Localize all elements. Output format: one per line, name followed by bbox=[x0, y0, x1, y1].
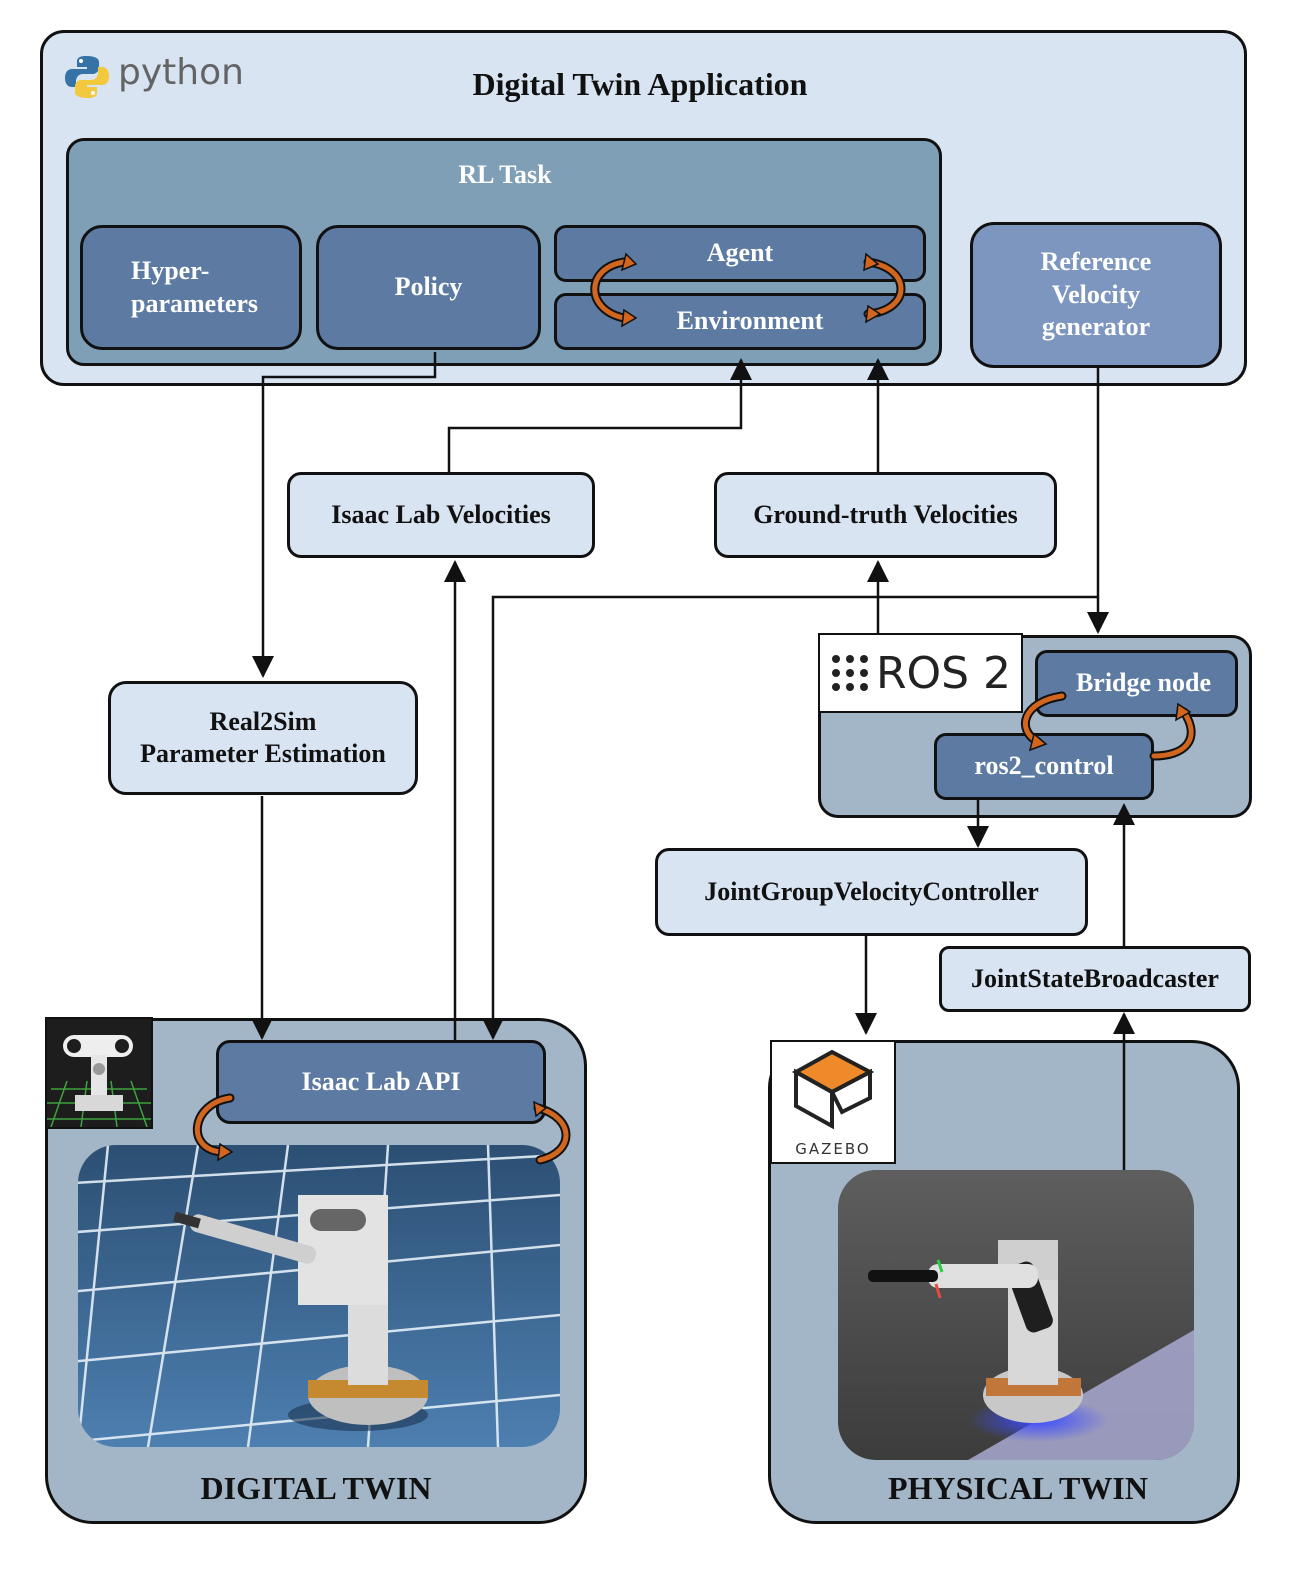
policy-to-real2sim-arrow bbox=[252, 352, 437, 678]
ground-truth-velocities-box: Ground-truth Velocities bbox=[714, 472, 1057, 558]
physical-twin-caption: PHYSICAL TWIN bbox=[888, 1470, 1148, 1506]
gazebo-icon bbox=[791, 1049, 875, 1130]
bridge-node-box: Bridge node bbox=[1035, 650, 1238, 717]
digital-twin-caption: DIGITAL TWIN bbox=[200, 1470, 432, 1506]
isaac-sim-scene bbox=[78, 1145, 560, 1447]
real2sim-box: Real2Sim Parameter Estimation bbox=[108, 681, 418, 795]
python-icon bbox=[65, 56, 109, 98]
gazebo-render bbox=[838, 1170, 1194, 1460]
ros2-logo-text: ROS 2 bbox=[875, 647, 1012, 699]
rl-task-title: RL Task bbox=[458, 160, 552, 189]
reference-velocity-generator-box: Reference Velocity generator bbox=[970, 222, 1222, 368]
api-render-cycle-right bbox=[533, 1103, 571, 1165]
agent-environment-cycle-left bbox=[590, 257, 629, 323]
isaac-lab-logo bbox=[45, 1017, 153, 1129]
agent-environment-cycle-right bbox=[863, 257, 906, 319]
ros2-dots-icon bbox=[831, 655, 868, 691]
isaac-sim-render bbox=[78, 1145, 560, 1447]
policy-box: Policy bbox=[316, 225, 541, 350]
python-logo-text: python bbox=[118, 52, 244, 93]
ros2-logo: ROS 2 bbox=[818, 633, 1023, 713]
bridge-control-cycle-left bbox=[1020, 691, 1067, 747]
joint-group-velocity-controller-box: JointGroupVelocityController bbox=[655, 848, 1088, 936]
python-logo: python bbox=[64, 52, 254, 102]
isaac-robot-icon bbox=[47, 1035, 151, 1128]
environment-box: Environment bbox=[554, 293, 926, 350]
gazebo-logo: GAZEBO bbox=[770, 1040, 896, 1164]
bridge-control-cycle-right bbox=[1149, 707, 1196, 761]
gazebo-scene bbox=[838, 1170, 1194, 1460]
hyperparameters-box: Hyper- parameters bbox=[80, 225, 302, 350]
bridge-to-isaac-api-arrow bbox=[482, 595, 1098, 1040]
isaac-velocities-to-environment-arrow bbox=[447, 358, 752, 472]
isaac-lab-velocities-box: Isaac Lab Velocities bbox=[287, 472, 595, 558]
isaac-lab-api-box: Isaac Lab API bbox=[216, 1040, 546, 1124]
app-title: Digital Twin Application bbox=[472, 66, 808, 102]
agent-box: Agent bbox=[554, 225, 926, 282]
api-render-cycle-left bbox=[193, 1093, 235, 1157]
joint-state-broadcaster-box: JointStateBroadcaster bbox=[939, 946, 1251, 1012]
gazebo-logo-text: GAZEBO bbox=[795, 1140, 871, 1158]
